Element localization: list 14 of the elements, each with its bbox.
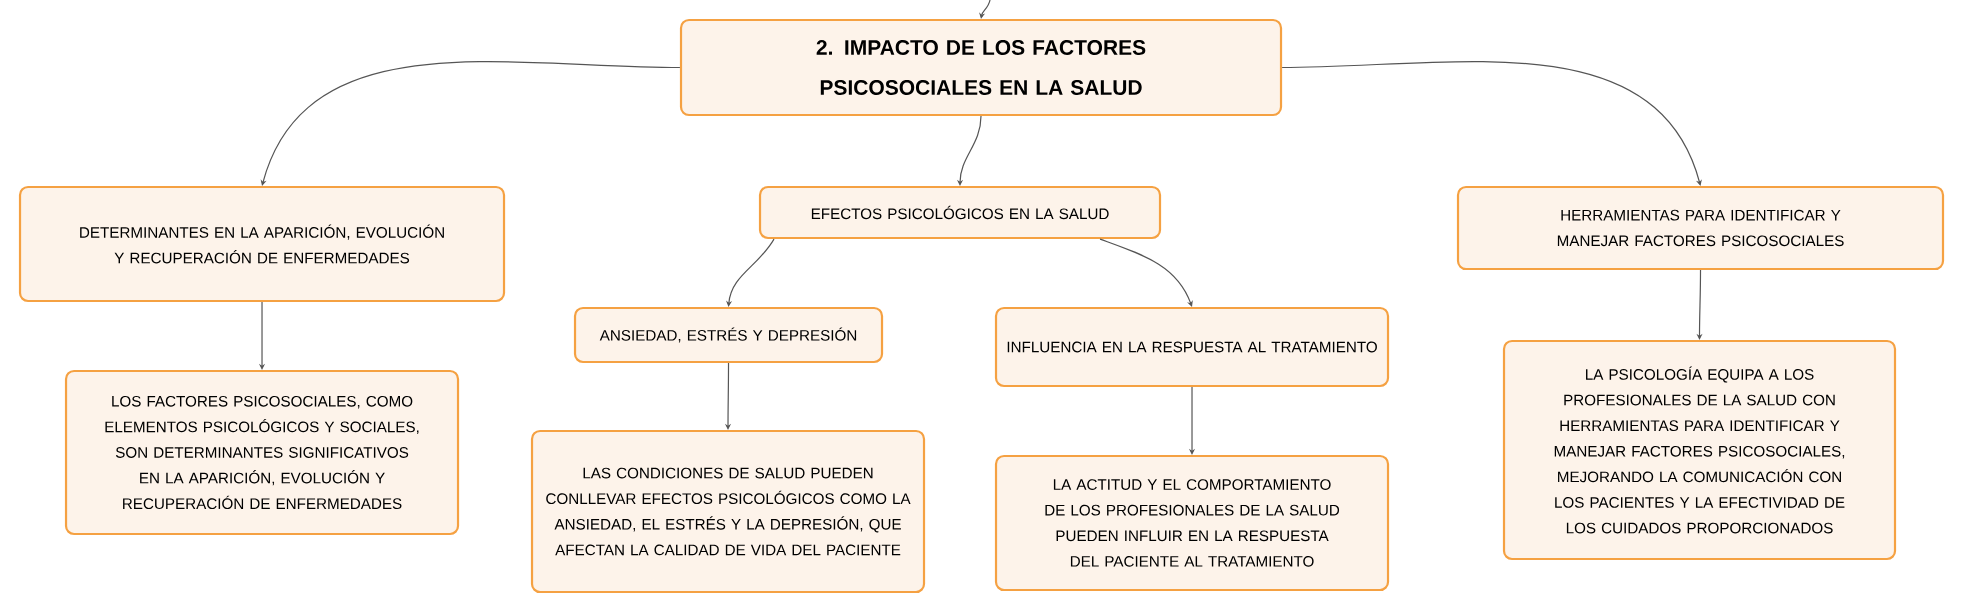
topic-box: INFLUENCIA EN LA RESPUESTA AL TRATAMIENTO bbox=[994, 306, 1390, 388]
topic-box: DETERMINANTES EN LA APARICIÓN, EVOLUCIÓN Y RECUPERACIÓN DE ENFERMEDADES bbox=[18, 185, 506, 303]
connector-arrow bbox=[979, 0, 991, 19]
topic-box: HERRAMIENTAS PARA IDENTIFICAR Y MANEJAR FACTORES PSICOSOCIALES bbox=[1456, 185, 1945, 271]
topic-box: LA ACTITUD Y EL COMPORTAMIENTO DE LOS PROFESIONALES DE LA SALUD PUEDEN INFLUIR EN LA RESPUESTA DEL PACIENTE AL TRATAMIENTO bbox=[994, 454, 1390, 592]
topic-box: EFECTOS PSICOLÓGICOS EN LA SALUD bbox=[758, 185, 1162, 240]
topic-box: LAS CONDICIONES DE SALUD PUEDEN CONLLEVAR EFECTOS PSICOLÓGICOS COMO LA ANSIEDAD, EL ESTRÉS Y LA DEPRESIÓN, QUE AFECTAN LA CALIDAD DE VIDA DEL PACIENTE bbox=[530, 429, 926, 594]
connector-arrow bbox=[1281, 61, 1702, 186]
connector-arrow bbox=[726, 238, 775, 307]
connector-arrow bbox=[1099, 238, 1193, 307]
topic-box: ANSIEDAD, ESTRÉS Y DEPRESIÓN bbox=[573, 306, 884, 364]
main-topic-box: 2. IMPACTO DE LOS FACTORES PSICOSOCIALES EN LA SALUD bbox=[679, 18, 1283, 117]
topic-box: LOS FACTORES PSICOSOCIALES, COMO ELEMENTOS PSICOLÓGICOS Y SOCIALES, SON DETERMINANTES SIGNIFICATIVOS EN LA APARICIÓN, EVOLUCIÓN Y RECUPERACIÓN DE ENFERMEDADES bbox=[64, 369, 460, 536]
topic-box: LA PSICOLOGÍA EQUIPA A LOS PROFESIONALES DE LA SALUD CON HERRAMIENTAS PARA IDENTIFICAR Y MANEJAR FACTORES PSICOSOCIALES, MEJORANDO LA COMUNICACIÓN CON LOS PACIENTES Y LA EFECTIVIDAD DE LOS CUIDADOS PROPORCIONADOS bbox=[1502, 339, 1897, 561]
